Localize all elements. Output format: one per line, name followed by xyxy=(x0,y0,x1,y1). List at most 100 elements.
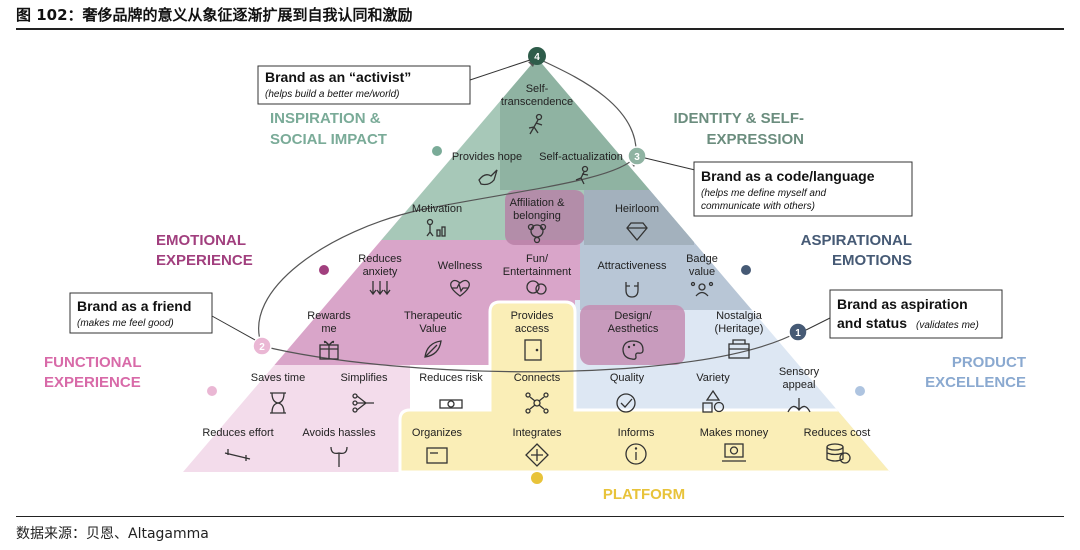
cell-wellness: Wellness xyxy=(438,260,483,272)
arrows-down-icon xyxy=(369,281,391,296)
svg-text:and status: and status xyxy=(837,315,907,331)
cell-reduces-effort: Reduces effort xyxy=(202,427,273,439)
section-aspirational-line2: EMOTIONS xyxy=(832,252,912,269)
callout-activist: Brand as an “activist” (helps build a be… xyxy=(257,59,531,105)
hand-flower-icon xyxy=(787,398,811,413)
diamond-icon xyxy=(626,222,648,242)
svg-text:3: 3 xyxy=(634,152,640,163)
cell-informs: Informs xyxy=(618,427,655,439)
cell-self-transcendence-2: transcendence xyxy=(501,96,573,108)
section-aspirational-line1: ASPIRATIONAL xyxy=(801,232,912,249)
platform-dot xyxy=(531,472,543,484)
progress-icon xyxy=(426,218,446,237)
cell-makes-money: Makes money xyxy=(700,427,769,439)
cell-sensory-2: appeal xyxy=(782,379,815,391)
cell-affiliation-1: Affiliation & xyxy=(510,197,565,209)
svg-text:Brand as a friend: Brand as a friend xyxy=(77,298,191,314)
platform-region xyxy=(398,300,890,472)
puzzle-icon xyxy=(525,443,549,467)
hourglass-icon xyxy=(270,392,286,414)
info-icon xyxy=(625,443,647,465)
marker-4: 4 xyxy=(528,47,546,65)
cell-simplifies: Simplifies xyxy=(340,372,388,384)
flower-hassle-icon xyxy=(330,446,348,467)
inspiration-dot xyxy=(432,146,442,156)
group-icon xyxy=(527,223,547,244)
gift-icon xyxy=(319,340,339,360)
cell-therapeutic-2: Value xyxy=(419,323,446,335)
palette-icon xyxy=(622,340,644,360)
pyramid-cells: Self- transcendence Provides hope Self-a… xyxy=(202,83,870,439)
cell-badge-1: Badge xyxy=(686,253,718,265)
marker-1: 1 xyxy=(788,322,808,342)
check-circle-icon xyxy=(616,393,636,413)
product-dot xyxy=(855,386,865,396)
climber-icon xyxy=(575,165,589,185)
cell-affiliation-2: belonging xyxy=(513,210,561,222)
cell-integrates: Integrates xyxy=(513,427,562,439)
cell-self-actualization: Self-actualization xyxy=(539,151,623,163)
cell-organizes: Organizes xyxy=(412,427,463,439)
cell-design-2: Aesthetics xyxy=(608,323,659,335)
section-functional-line1: FUNCTIONAL xyxy=(44,354,142,371)
callout-friend: Brand as a friend (makes me feel good) xyxy=(69,292,256,341)
marker-3: 3 xyxy=(627,146,647,166)
svg-text:(validates me): (validates me) xyxy=(916,320,979,331)
section-emotional-line1: EMOTIONAL xyxy=(156,232,246,249)
network-icon xyxy=(525,392,549,414)
section-product-line2: EXCELLENCE xyxy=(925,374,1026,391)
svg-text:communicate with others): communicate with others) xyxy=(701,201,815,212)
svg-text:Brand as aspiration: Brand as aspiration xyxy=(837,296,968,312)
slide-icon xyxy=(224,449,251,461)
heartbeat-icon xyxy=(450,279,470,297)
section-emotional-line2: EXPERIENCE xyxy=(156,252,253,269)
journey-arc xyxy=(258,57,799,373)
cell-provides-hope: Provides hope xyxy=(452,151,522,163)
cell-variety: Variety xyxy=(696,372,730,384)
svg-text:4: 4 xyxy=(534,52,540,63)
functional-dot xyxy=(207,386,217,396)
cell-heirloom: Heirloom xyxy=(615,203,659,215)
cell-connects: Connects xyxy=(514,372,561,384)
cell-nostalgia-2: (Heritage) xyxy=(715,323,764,335)
cell-sensory-1: Sensory xyxy=(779,366,820,378)
source-divider xyxy=(16,516,1064,517)
callout-code: Brand as a code/language (helps me defin… xyxy=(644,157,913,217)
door-icon xyxy=(524,339,542,361)
section-inspiration-line1: INSPIRATION & xyxy=(270,110,381,127)
emotional-dot xyxy=(319,265,329,275)
section-product-line1: PRODUCT xyxy=(952,354,1026,371)
cell-quality: Quality xyxy=(610,372,645,384)
heritage-box-icon xyxy=(728,339,750,359)
svg-text:2: 2 xyxy=(259,342,265,353)
cell-therapeutic-1: Therapeutic xyxy=(404,310,463,322)
cell-fun-2: Entertainment xyxy=(503,266,571,278)
shapes-icon xyxy=(702,389,725,413)
cell-rewards-1: Rewards xyxy=(307,310,351,322)
marker-2: 2 xyxy=(252,336,272,356)
section-platform: PLATFORM xyxy=(603,486,685,503)
callout-aspiration: Brand as aspiration and status (validate… xyxy=(805,289,1003,339)
cell-badge-2: value xyxy=(689,266,715,278)
cell-reduces-anxiety-2: anxiety xyxy=(363,266,398,278)
dove-icon xyxy=(478,169,498,186)
cell-reduces-cost: Reduces cost xyxy=(804,427,871,439)
cell-reduces-risk: Reduces risk xyxy=(419,372,483,384)
svg-text:Brand as an “activist”: Brand as an “activist” xyxy=(265,69,411,85)
svg-text:(makes me feel good): (makes me feel good) xyxy=(77,318,174,329)
section-functional-line2: EXPERIENCE xyxy=(44,374,141,391)
cell-provides-access-2: access xyxy=(515,323,550,335)
svg-text:Brand as a code/language: Brand as a code/language xyxy=(701,168,875,184)
section-identity-line2: EXPRESSION xyxy=(706,131,804,148)
badge-people-icon xyxy=(690,281,714,297)
coins-icon xyxy=(826,443,851,464)
cell-provides-access-1: Provides xyxy=(511,310,554,322)
pyramid-icons xyxy=(224,113,851,467)
source-note: 数据来源：贝恩、Altagamma xyxy=(16,526,209,542)
title-divider xyxy=(16,28,1064,30)
section-inspiration-line2: SOCIAL IMPACT xyxy=(270,131,387,148)
svg-text:(helps build a better me/world: (helps build a better me/world) xyxy=(265,89,400,100)
cell-self-transcendence-1: Self- xyxy=(526,83,549,95)
section-identity-line1: IDENTITY & SELF- xyxy=(673,110,804,127)
